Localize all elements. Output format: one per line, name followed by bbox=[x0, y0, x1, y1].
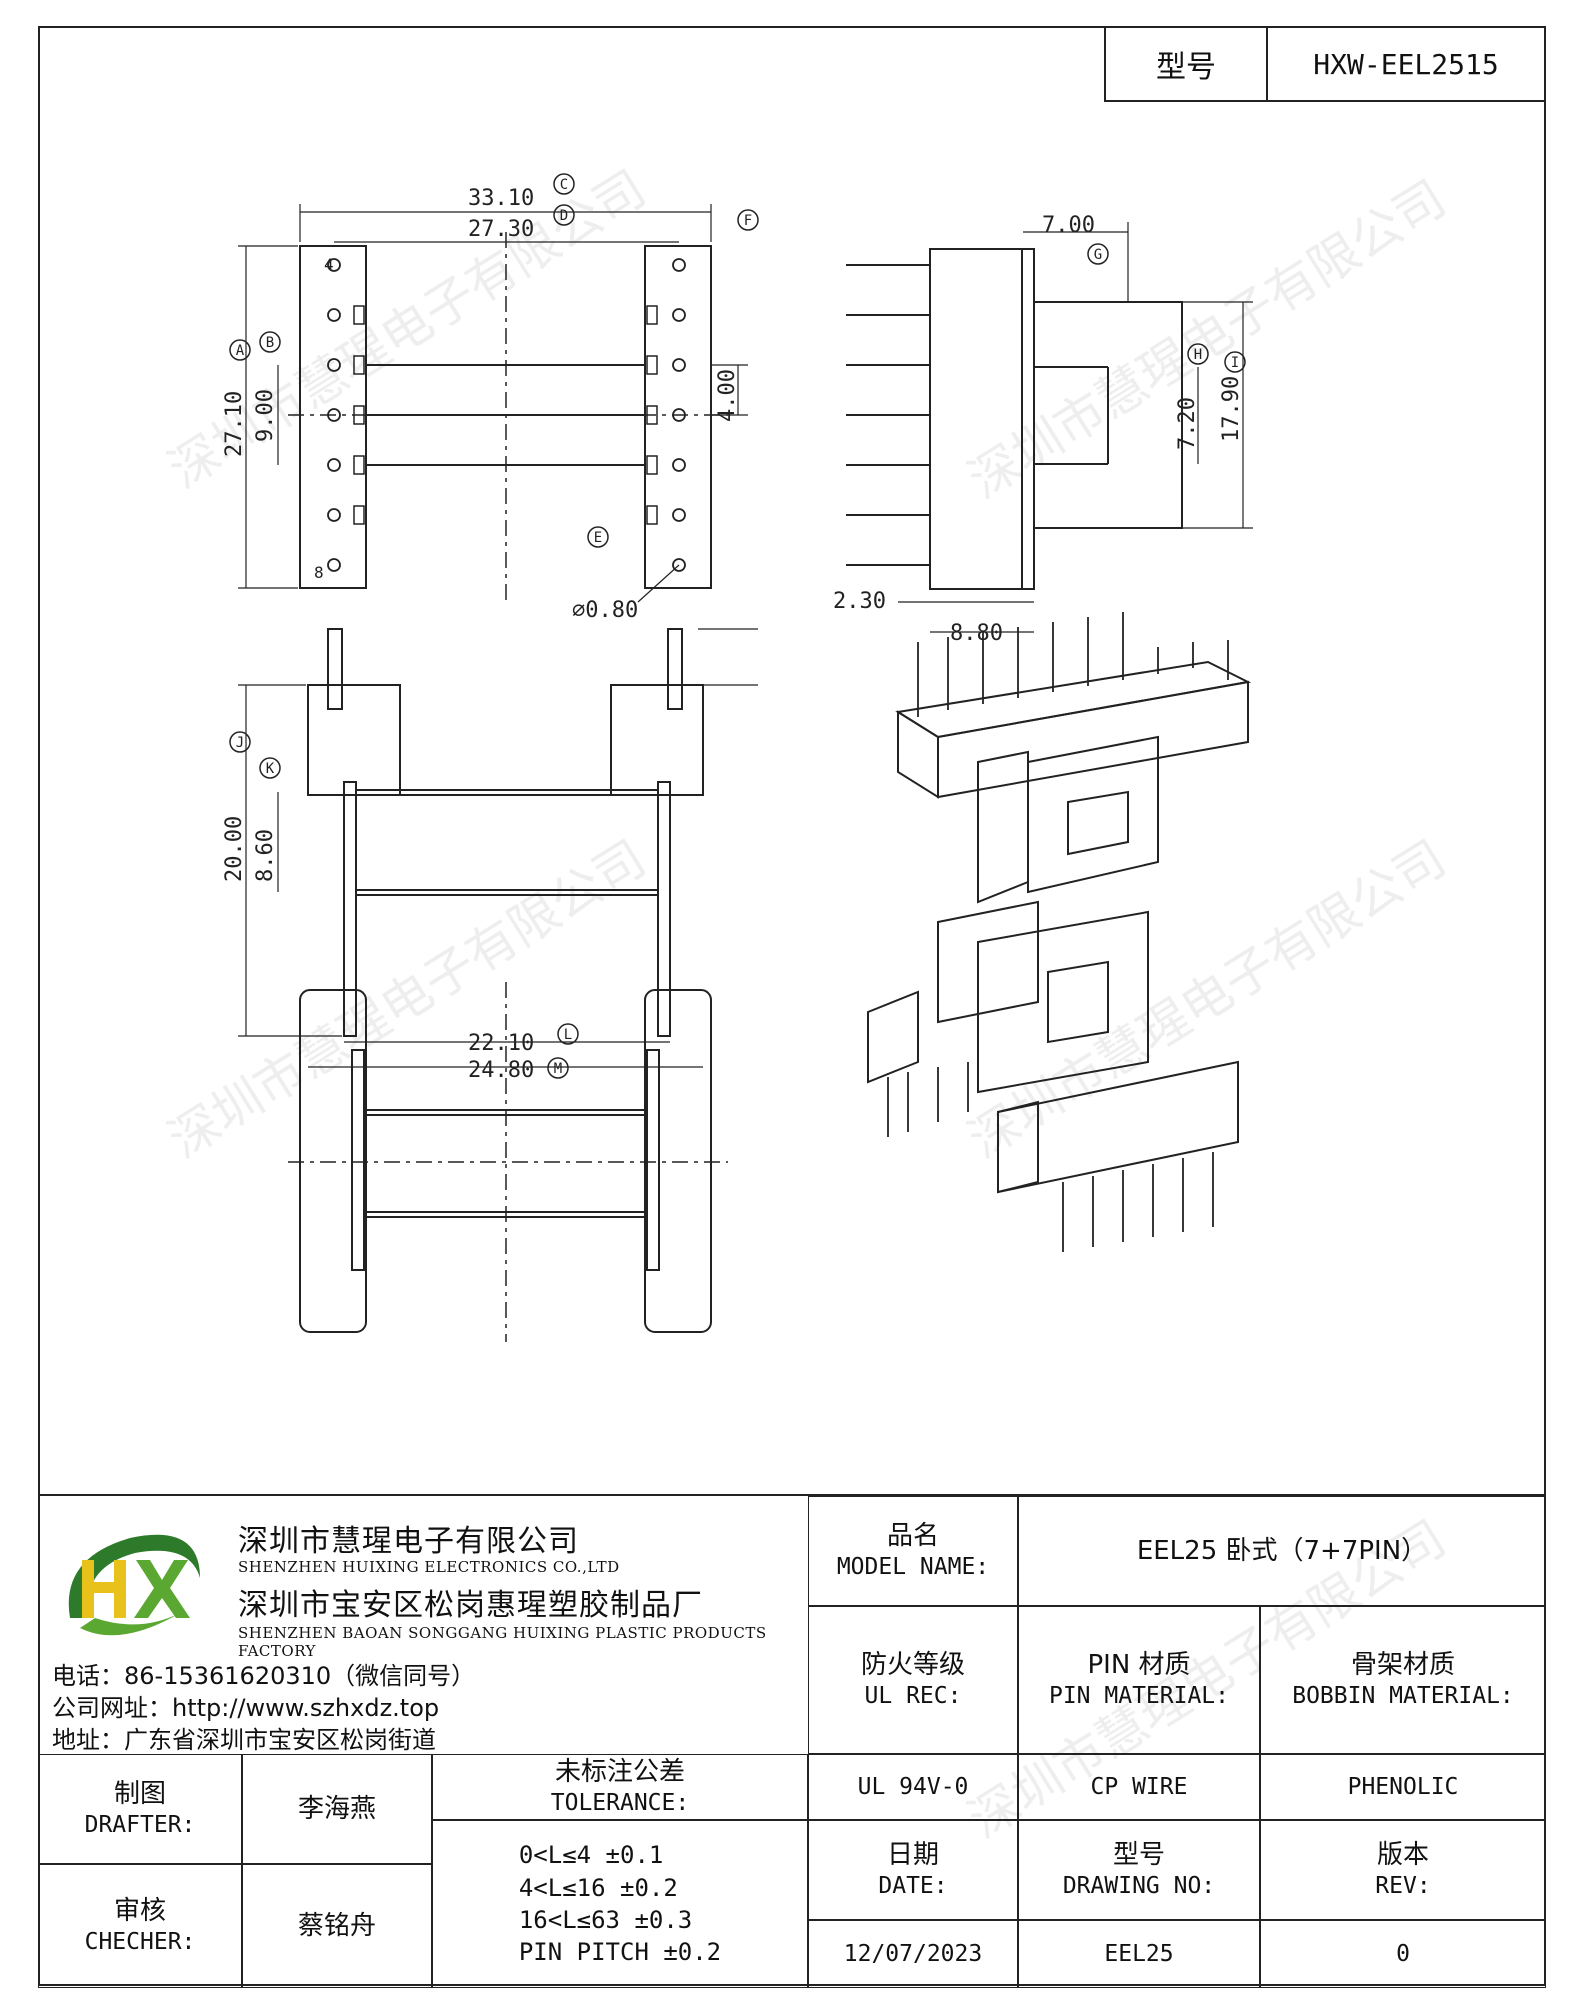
factory-name-en: SHENZHEN BAOAN SONGGANG HUIXING PLASTIC … bbox=[238, 1624, 767, 1660]
date-value: 12/07/2023 bbox=[808, 1920, 1018, 1988]
top-view: 33.10 27.30 ⌀0.80 4 8 27.10 9.00 4.00 C … bbox=[222, 173, 759, 623]
marker-f: F bbox=[744, 213, 752, 229]
model-number-box: 型号 HXW-EEL2515 bbox=[1104, 26, 1546, 102]
pin-material-value: CP WIRE bbox=[1018, 1754, 1260, 1820]
model-label: 型号 bbox=[1106, 28, 1268, 100]
marker-d: D bbox=[560, 208, 568, 224]
front-view: 22.10 24.80 20.00 8.60 J K L M bbox=[222, 628, 758, 1083]
company-address: 地址：广东省深圳市宝安区松岗街道 bbox=[52, 1726, 436, 1754]
dim-17-90: 17.90 bbox=[1219, 376, 1244, 442]
drawing-no-value: EEL25 bbox=[1018, 1920, 1260, 1988]
title-block: 深圳市慧瑆电子有限公司 SHENZHEN HUIXING ELECTRONICS… bbox=[38, 1494, 1546, 1988]
dim-27-30: 27.30 bbox=[468, 217, 534, 242]
dim-7-20: 7.20 bbox=[1175, 397, 1200, 450]
dim-2-30: 2.30 bbox=[833, 589, 886, 614]
tolerance-line-2: 4<L≤16 ±0.2 bbox=[518, 1873, 678, 1902]
model-name-value: EEL25 卧式（7+7PIN） bbox=[1018, 1496, 1546, 1606]
checker-value: 蔡铭舟 bbox=[242, 1864, 432, 1988]
tolerance-line-3: 16<L≤63 ±0.3 bbox=[518, 1906, 693, 1934]
company-name-cn: 深圳市慧瑆电子有限公司 bbox=[238, 1524, 579, 1559]
dim-pin-diameter: ⌀0.80 bbox=[572, 598, 638, 623]
technical-drawing: 33.10 27.30 ⌀0.80 4 8 27.10 9.00 4.00 C … bbox=[222, 173, 1253, 1342]
isometric-view-bottom bbox=[867, 900, 1239, 1252]
marker-l: L bbox=[564, 1027, 572, 1043]
drafter-value: 李海燕 bbox=[242, 1754, 432, 1864]
dim-4-00: 4.00 bbox=[715, 369, 740, 422]
company-info: 深圳市慧瑆电子有限公司 SHENZHEN HUIXING ELECTRONICS… bbox=[38, 1496, 808, 1754]
dim-8-60: 8.60 bbox=[253, 829, 278, 882]
company-name-en: SHENZHEN HUIXING ELECTRONICS CO.,LTD bbox=[238, 1558, 620, 1576]
ul-value: UL 94V-0 bbox=[808, 1754, 1018, 1820]
dim-22-10: 22.10 bbox=[468, 1031, 534, 1056]
factory-name-cn: 深圳市宝安区松岗惠瑆塑胶制品厂 bbox=[238, 1588, 703, 1623]
marker-j: J bbox=[236, 735, 244, 751]
marker-m: M bbox=[554, 1061, 562, 1077]
dim-8-80: 8.80 bbox=[950, 621, 1003, 646]
dim-20-00: 20.00 bbox=[222, 816, 247, 882]
pin-8-label: 8 bbox=[314, 563, 324, 582]
dim-7-00: 7.00 bbox=[1042, 213, 1095, 238]
dim-24-80: 24.80 bbox=[468, 1058, 534, 1083]
side-view: 7.00 2.30 8.80 7.20 17.90 G H I bbox=[833, 213, 1253, 646]
company-logo bbox=[68, 1534, 200, 1636]
dim-9-00: 9.00 bbox=[253, 389, 278, 442]
pin-4-label: 4 bbox=[324, 255, 334, 274]
tolerance-line-4: PIN PITCH ±0.2 bbox=[518, 1938, 722, 1967]
company-website[interactable]: 公司网址：http://www.szhxdz.top bbox=[52, 1694, 440, 1722]
tolerance-values: 0<L≤4 ±0.1 4<L≤16 ±0.2 16<L≤63 ±0.3 PIN … bbox=[432, 1820, 808, 1988]
model-value: HXW-EEL2515 bbox=[1313, 47, 1499, 81]
bottom-view bbox=[288, 982, 728, 1342]
rev-value: 0 bbox=[1260, 1920, 1546, 1988]
marker-c: C bbox=[560, 177, 568, 193]
marker-b: B bbox=[266, 335, 274, 351]
marker-g: G bbox=[1094, 247, 1102, 263]
marker-a: A bbox=[236, 343, 245, 359]
marker-h: H bbox=[1194, 347, 1202, 363]
dim-27-10: 27.10 bbox=[222, 391, 247, 457]
tolerance-line-1: 0<L≤4 ±0.1 bbox=[518, 1841, 664, 1870]
marker-e: E bbox=[594, 530, 602, 546]
drawing-sheet-border bbox=[38, 26, 1546, 1986]
marker-i: I bbox=[1231, 355, 1239, 371]
marker-k: K bbox=[266, 761, 275, 777]
dim-33-10: 33.10 bbox=[468, 186, 534, 211]
isometric-view-top bbox=[895, 612, 1252, 904]
bobbin-material-value: PHENOLIC bbox=[1260, 1754, 1546, 1820]
company-phone: 电话：86-15361620310（微信同号） bbox=[52, 1662, 476, 1690]
